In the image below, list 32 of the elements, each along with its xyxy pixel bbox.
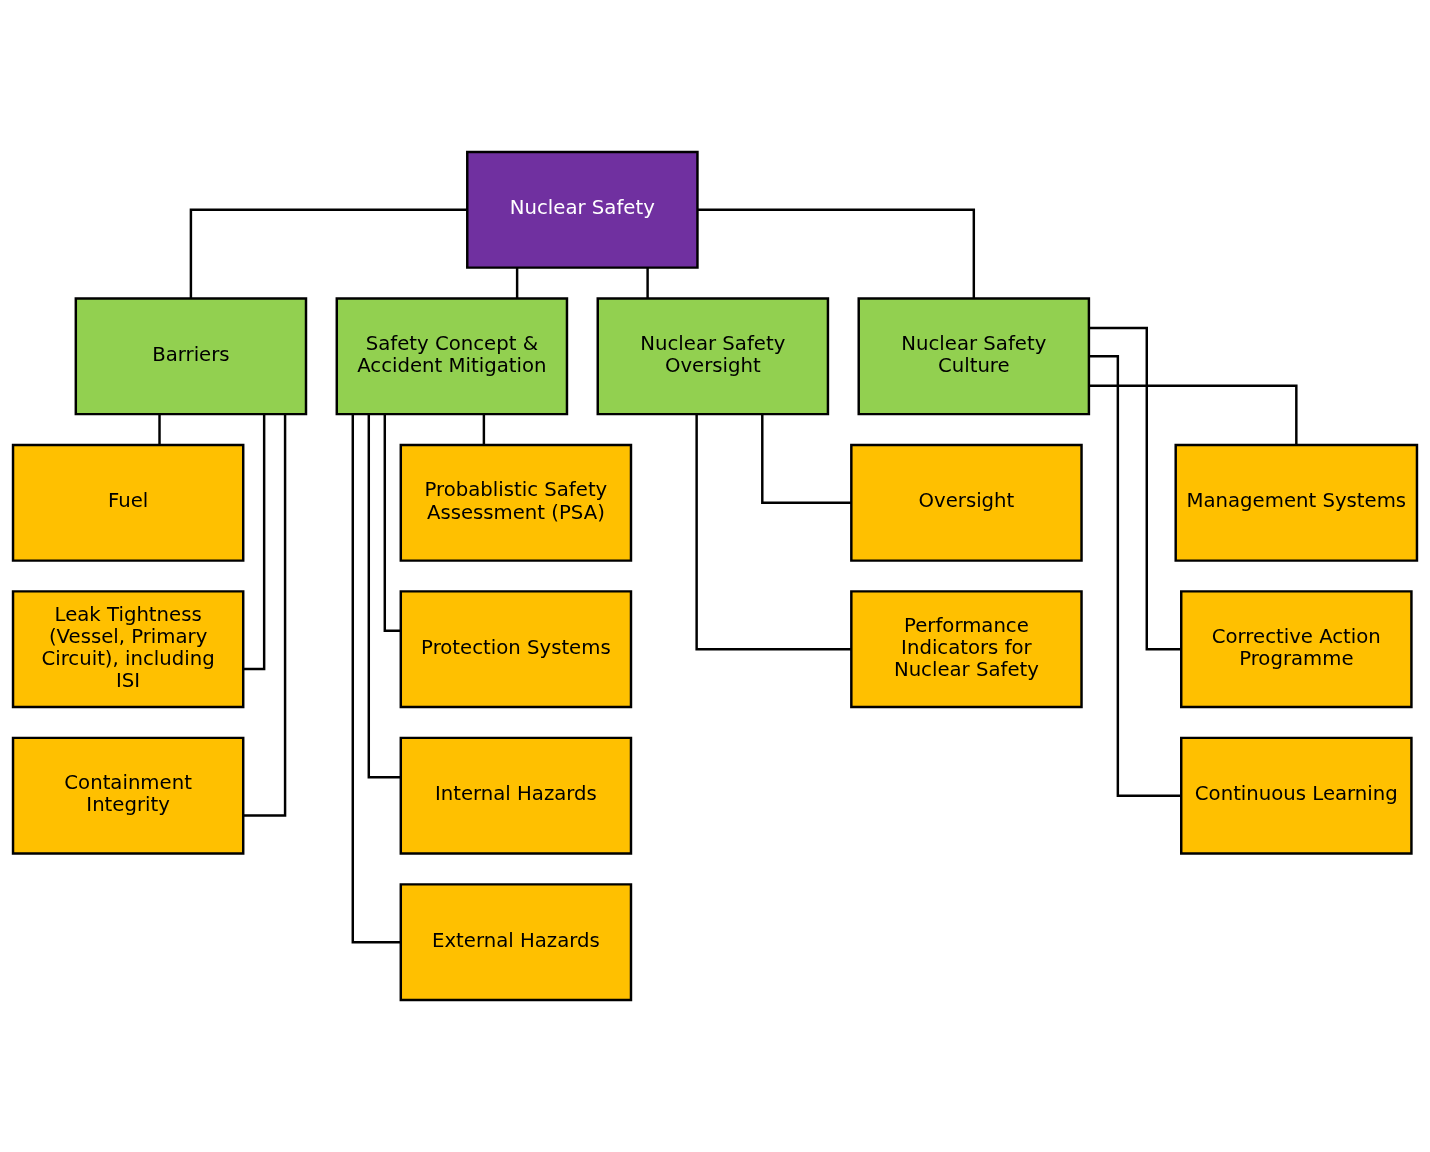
connector [761,414,852,504]
node-box: Nuclear Safety [466,150,699,269]
node-box: Containment Integrity [11,736,245,855]
node-box: Fuel [11,443,245,562]
connector [367,414,401,779]
connector [243,414,287,817]
node-box: Performance Indicators for Nuclear Safety [850,590,1083,709]
node-box: Barriers [74,297,308,416]
connector [646,267,649,299]
node-box: Management Systems [1174,443,1419,562]
connector [515,267,519,299]
node-box: Oversight [850,443,1083,562]
connector [695,414,852,651]
connector [189,208,468,299]
connector [482,414,486,445]
node-box: Protection Systems [399,590,633,709]
node-box: Nuclear Safety Oversight [596,297,830,416]
node-box: External Hazards [399,883,633,1002]
connector [1089,355,1181,797]
connector [351,414,401,944]
node-box: Probablistic Safety Assessment (PSA) [399,443,633,562]
node-box: Nuclear Safety Culture [857,297,1091,416]
node-box: Safety Concept & Accident Mitigation [335,297,569,416]
node-box: Leak Tightness (Vessel, Primary Circuit), including ISI [11,590,245,709]
node-box: Corrective Action Programme [1180,590,1413,709]
connector [1089,326,1182,651]
connector [697,208,976,299]
node-box: Internal Hazards [399,736,633,855]
connector [1089,384,1298,445]
node-box: Continuous Learning [1180,736,1413,855]
connector [383,414,401,632]
connector [158,414,161,445]
